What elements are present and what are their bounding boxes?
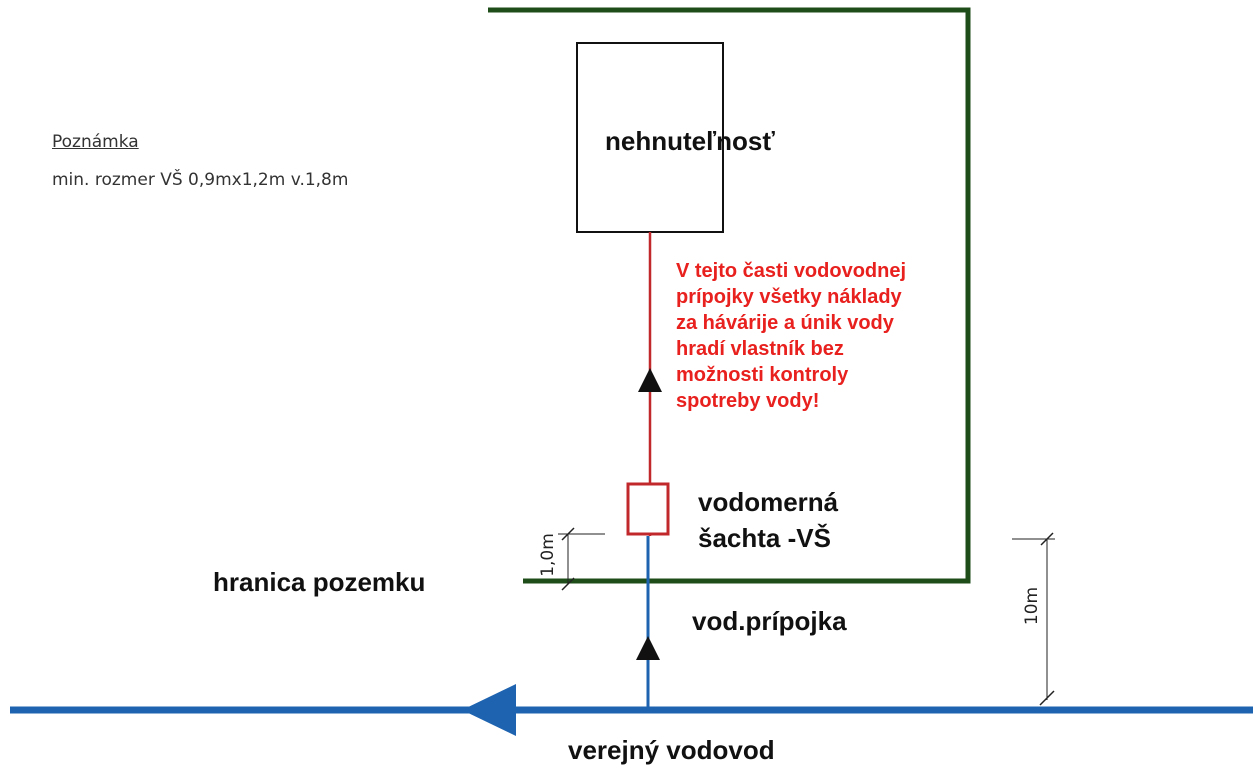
warning-line: spotreby vody!: [676, 390, 820, 412]
property-boundary-line: [488, 7, 971, 584]
meter-shaft-symbol: [626, 482, 670, 536]
connection-label: vod.prípojka: [692, 606, 847, 636]
building-label: nehnuteľnosť: [605, 126, 775, 156]
meter-shaft-label-line: šachta -VŠ: [698, 523, 831, 553]
meter-shaft-label: vodomerná šachta -VŠ: [698, 484, 838, 556]
warning-line: V tejto časti vodovodnej: [676, 260, 907, 282]
dim-1m-tick-bottom: [561, 577, 575, 591]
note-text: min. rozmer VŠ 0,9mx1,2m v.1,8m: [52, 170, 349, 190]
dimension-main-distance: 10m: [1022, 586, 1042, 626]
warning-line: hradí vlastník bez: [676, 338, 844, 360]
warning-line: za hávárije a únik vody: [676, 312, 894, 334]
meter-shaft-label-line: vodomerná: [698, 487, 839, 517]
warning-line: možnosti kontroly: [676, 364, 849, 386]
flow-arrow-connection: [636, 636, 660, 660]
dim-10m-tick-top: [1040, 532, 1054, 546]
public-main-flow-arrow: [462, 684, 516, 736]
dim-1m-tick-top: [561, 527, 575, 541]
public-main-label: verejný vodovod: [568, 735, 775, 765]
property-boundary-label: hranica pozemku: [213, 567, 426, 597]
note-title: Poznámka: [52, 132, 139, 152]
owner-responsibility-warning: V tejto časti vodovodnej prípojky všetky…: [676, 258, 996, 414]
dim-10m-tick-bottom: [1039, 690, 1055, 706]
flow-arrow-private: [638, 368, 662, 392]
dimension-shaft-offset: 1,0m: [538, 533, 558, 577]
warning-line: prípojky všetky náklady: [676, 286, 902, 308]
